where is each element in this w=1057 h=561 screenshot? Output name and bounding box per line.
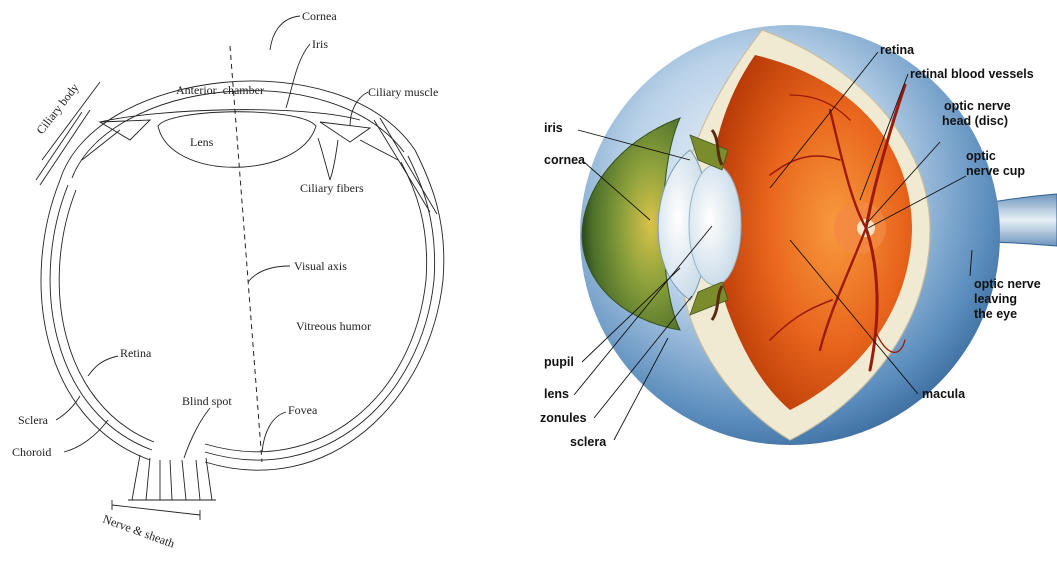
label-r-retinal-blood-vessels: retinal blood vessels (910, 67, 1034, 81)
leader-ciliary-muscle (350, 92, 368, 126)
label-vitreous-humor: Vitreous humor (296, 319, 371, 333)
label-visual-axis: Visual axis (294, 259, 347, 273)
label-blind-spot: Blind spot (182, 394, 232, 408)
leader-retina (88, 356, 118, 376)
label-fovea: Fovea (288, 403, 318, 417)
label-ciliary-fibers: Ciliary fibers (300, 181, 364, 195)
label-r-optic-nerve-head-1: optic nerve (944, 99, 1011, 113)
label-lens: Lens (190, 135, 214, 149)
leader-visual-axis (248, 266, 290, 282)
label-r-sclera: sclera (570, 435, 607, 449)
leader-blind-spot (184, 408, 210, 458)
label-ciliary-body: Ciliary body (33, 81, 81, 137)
label-nerve-sheath: Nerve & sheath (101, 512, 177, 551)
label-retina: Retina (120, 346, 152, 360)
leader-nerve-sheath (112, 500, 200, 520)
ciliary-body-left (82, 120, 150, 160)
label-r-optic-nerve-leaving-1: optic nerve (974, 277, 1041, 291)
lens-body (689, 165, 741, 285)
label-r-zonules: zonules (540, 411, 587, 425)
conjunctiva-right (374, 118, 437, 214)
label-r-optic-cup-2: nerve cup (966, 164, 1025, 178)
leader-cornea (270, 16, 300, 50)
leader-ciliary-fibers (318, 138, 338, 180)
label-r-retina: retina (880, 43, 915, 57)
leader-iris (286, 44, 310, 108)
label-choroid: Choroid (12, 445, 51, 459)
label-iris: Iris (312, 37, 328, 51)
leader-choroid (64, 420, 108, 452)
label-r-cornea: cornea (544, 153, 586, 167)
label-cornea: Cornea (302, 9, 337, 23)
optic-nerve (132, 455, 212, 500)
label-r-pupil: pupil (544, 355, 574, 369)
left-eye-diagram: Cornea Iris Anterior chamber Ciliary bod… (12, 9, 444, 551)
label-r-macula: macula (922, 387, 966, 401)
label-anterior-chamber: Anterior chamber (176, 83, 264, 97)
label-ciliary-muscle: Ciliary muscle (368, 85, 438, 99)
leader-fovea (262, 412, 286, 452)
label-r-optic-cup-1: optic (966, 149, 996, 163)
label-sclera: Sclera (18, 413, 49, 427)
label-r-optic-nerve-leaving-3: the eye (974, 307, 1017, 321)
label-r-optic-nerve-head-2: head (disc) (942, 114, 1008, 128)
label-r-lens: lens (544, 387, 569, 401)
cornea-inner (72, 91, 404, 178)
visual-axis-line (230, 46, 262, 462)
right-eye-cutaway: retina retinal blood vessels optic nerve… (540, 25, 1057, 449)
sclera-outline (41, 150, 444, 470)
retina-outline (59, 162, 426, 452)
label-r-iris: iris (544, 121, 563, 135)
label-r-optic-nerve-leaving-2: leaving (974, 292, 1017, 306)
leader-sclera (56, 396, 80, 420)
